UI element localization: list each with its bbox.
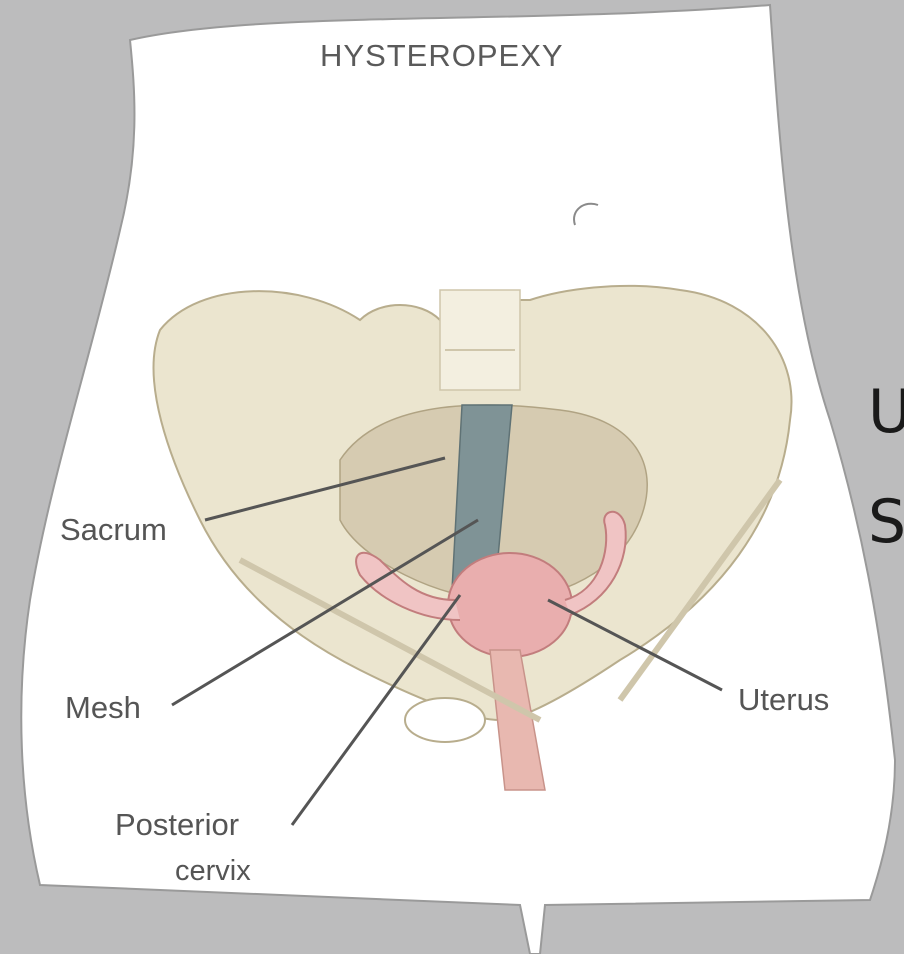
figure-title: HYSTEROPEXY: [320, 38, 564, 74]
spine: [440, 290, 520, 390]
cervix-label: cervix: [175, 855, 251, 887]
mesh-label: Mesh: [65, 690, 141, 725]
obturator-foramen: [405, 698, 485, 742]
uterus-label: Uterus: [738, 682, 829, 717]
slide-text-line-2: S: [868, 492, 904, 552]
uterus-shape: [448, 553, 572, 657]
slide-text-line-1: U: [868, 382, 904, 442]
posterior-label: Posterior: [115, 807, 239, 842]
sacrum-label: Sacrum: [60, 512, 167, 547]
